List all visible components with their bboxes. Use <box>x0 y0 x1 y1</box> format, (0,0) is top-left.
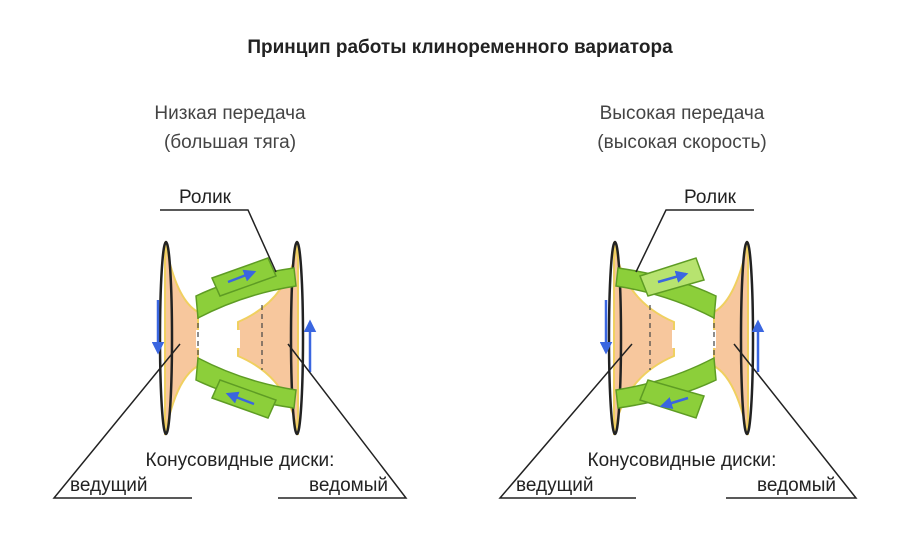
mode-title-line2: (большая тяга) <box>164 132 296 153</box>
driven-callout <box>278 343 408 499</box>
roller-callout <box>635 209 754 273</box>
mode-title-line2: (высокая скорость) <box>597 132 766 153</box>
driven-disc <box>289 240 305 436</box>
driving-callout <box>498 343 636 499</box>
driven-label: ведомый <box>309 475 388 496</box>
roller-top <box>615 257 717 320</box>
driving-disc <box>158 240 174 436</box>
roller-bottom <box>615 356 717 419</box>
driving-label: ведущий <box>516 475 593 496</box>
driven-callout <box>726 343 858 499</box>
cone-gap <box>196 330 240 348</box>
cone-discs-label: Конусовидные диски: <box>146 450 335 471</box>
cone-gap <box>672 330 716 348</box>
driving-disc <box>607 240 623 436</box>
driven-label: ведомый <box>757 475 836 496</box>
cone-discs-label: Конусовидные диски: <box>588 450 777 471</box>
roller-top <box>195 257 297 320</box>
panel-low-gear: Низкая передача (большая тяга) Ролик <box>52 103 408 499</box>
mode-title-line1: Низкая передача <box>154 103 306 124</box>
roller-label: Ролик <box>179 187 232 208</box>
driving-label: ведущий <box>70 475 147 496</box>
mode-title-line1: Высокая передача <box>600 103 765 124</box>
panel-high-gear: Высокая передача (высокая скорость) Роли… <box>498 103 858 499</box>
driven-disc <box>739 240 755 436</box>
roller-label: Ролик <box>684 187 737 208</box>
driving-callout <box>52 343 192 499</box>
roller-callout <box>160 209 277 273</box>
diagram-title: Принцип работы клиноременного вариатора <box>247 37 673 58</box>
roller-bottom <box>195 356 297 419</box>
